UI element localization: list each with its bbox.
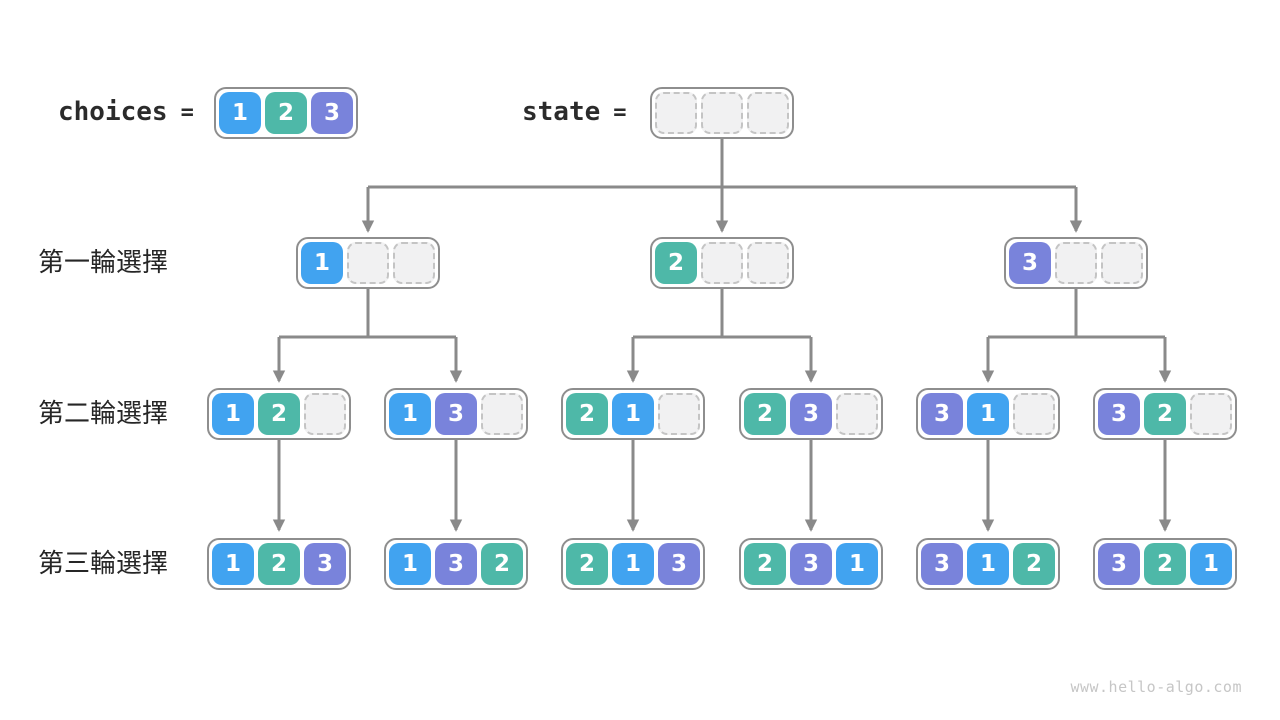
state-node-r1-3: 3 bbox=[1004, 237, 1148, 289]
array-cell bbox=[1101, 242, 1143, 284]
array-cell: 3 bbox=[304, 543, 346, 585]
array-cell bbox=[655, 92, 697, 134]
array-cell: 1 bbox=[389, 543, 431, 585]
array-cell: 1 bbox=[219, 92, 261, 134]
array-cell: 3 bbox=[1009, 242, 1051, 284]
state-node-r2-5: 3 1 bbox=[916, 388, 1060, 440]
array-cell bbox=[747, 92, 789, 134]
state-node-r1-1: 1 bbox=[296, 237, 440, 289]
state-array-root bbox=[650, 87, 794, 139]
state-node-r2-6: 3 2 bbox=[1093, 388, 1237, 440]
array-cell bbox=[1013, 393, 1055, 435]
array-cell bbox=[747, 242, 789, 284]
state-node-r2-4: 2 3 bbox=[739, 388, 883, 440]
array-cell bbox=[701, 92, 743, 134]
state-node-r1-2: 2 bbox=[650, 237, 794, 289]
array-cell: 1 bbox=[612, 393, 654, 435]
round-2-label: 第二輪選擇 bbox=[38, 399, 169, 429]
array-cell: 3 bbox=[921, 393, 963, 435]
array-cell: 3 bbox=[921, 543, 963, 585]
array-cell: 3 bbox=[658, 543, 700, 585]
array-cell: 2 bbox=[481, 543, 523, 585]
array-cell: 1 bbox=[389, 393, 431, 435]
array-cell: 1 bbox=[836, 543, 878, 585]
state-node-r3-3: 2 1 3 bbox=[561, 538, 705, 590]
equals-sign: = bbox=[613, 100, 627, 125]
array-cell: 1 bbox=[612, 543, 654, 585]
array-cell: 1 bbox=[212, 393, 254, 435]
watermark: www.hello-algo.com bbox=[1070, 678, 1242, 696]
array-cell bbox=[701, 242, 743, 284]
array-cell: 2 bbox=[1144, 543, 1186, 585]
array-cell: 3 bbox=[435, 543, 477, 585]
array-cell bbox=[393, 242, 435, 284]
array-cell: 3 bbox=[1098, 543, 1140, 585]
array-cell: 3 bbox=[790, 543, 832, 585]
array-cell: 1 bbox=[212, 543, 254, 585]
array-cell: 2 bbox=[265, 92, 307, 134]
state-node-r3-5: 3 1 2 bbox=[916, 538, 1060, 590]
state-node-r2-2: 1 3 bbox=[384, 388, 528, 440]
state-node-r3-1: 1 2 3 bbox=[207, 538, 351, 590]
array-cell: 1 bbox=[967, 393, 1009, 435]
array-cell: 3 bbox=[790, 393, 832, 435]
array-cell bbox=[1190, 393, 1232, 435]
round-3-label: 第三輪選擇 bbox=[38, 549, 169, 579]
state-node-r3-6: 3 2 1 bbox=[1093, 538, 1237, 590]
array-cell: 1 bbox=[301, 242, 343, 284]
choices-label: choices = bbox=[58, 97, 194, 127]
array-cell: 2 bbox=[566, 543, 608, 585]
array-cell: 1 bbox=[1190, 543, 1232, 585]
array-cell bbox=[1055, 242, 1097, 284]
array-cell bbox=[347, 242, 389, 284]
array-cell bbox=[481, 393, 523, 435]
state-node-r2-1: 1 2 bbox=[207, 388, 351, 440]
round-1-label: 第一輪選擇 bbox=[38, 248, 169, 278]
state-node-r3-2: 1 3 2 bbox=[384, 538, 528, 590]
array-cell: 2 bbox=[744, 543, 786, 585]
array-cell: 3 bbox=[1098, 393, 1140, 435]
array-cell: 2 bbox=[1144, 393, 1186, 435]
array-cell: 3 bbox=[311, 92, 353, 134]
state-label: state = bbox=[522, 97, 627, 127]
array-cell: 2 bbox=[744, 393, 786, 435]
state-label-text: state bbox=[522, 97, 601, 127]
array-cell bbox=[836, 393, 878, 435]
array-cell: 2 bbox=[258, 393, 300, 435]
state-node-r3-4: 2 3 1 bbox=[739, 538, 883, 590]
equals-sign: = bbox=[180, 100, 194, 125]
array-cell: 2 bbox=[655, 242, 697, 284]
array-cell bbox=[304, 393, 346, 435]
array-cell: 2 bbox=[1013, 543, 1055, 585]
array-cell bbox=[658, 393, 700, 435]
array-cell: 2 bbox=[566, 393, 608, 435]
choices-array: 1 2 3 bbox=[214, 87, 358, 139]
choices-label-text: choices bbox=[58, 97, 168, 127]
array-cell: 1 bbox=[967, 543, 1009, 585]
array-cell: 2 bbox=[258, 543, 300, 585]
state-node-r2-3: 2 1 bbox=[561, 388, 705, 440]
array-cell: 3 bbox=[435, 393, 477, 435]
